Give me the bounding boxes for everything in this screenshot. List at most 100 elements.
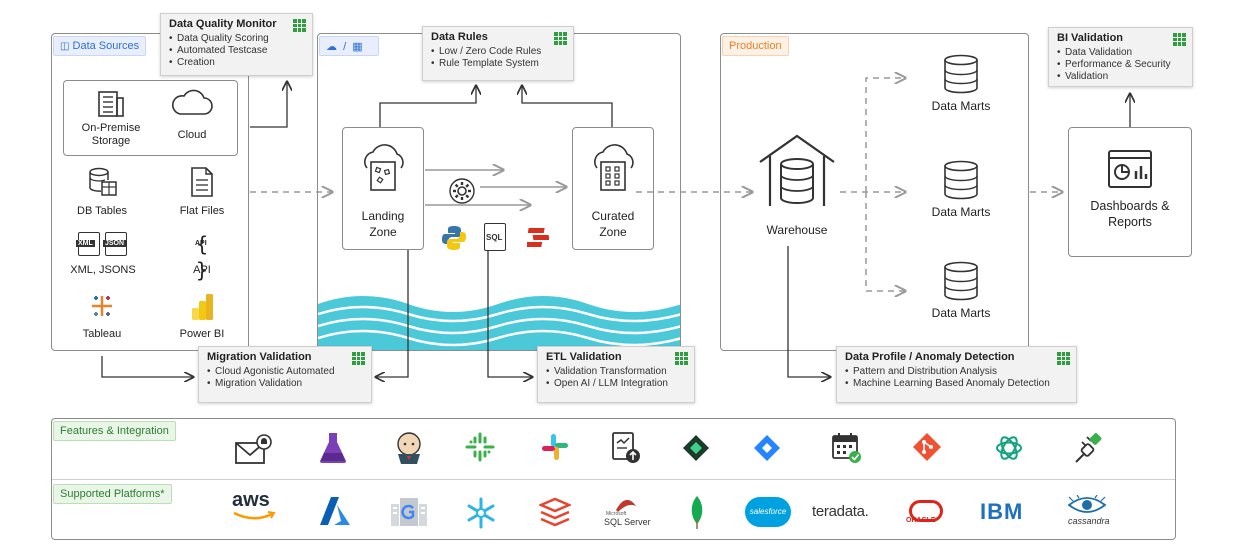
calendar-check-icon xyxy=(832,433,861,463)
sqlserver-small: Microsoft xyxy=(606,511,627,517)
cloud-service-icon: ☁ xyxy=(326,41,337,53)
cloud-icon xyxy=(171,89,213,115)
grid-icon xyxy=(1173,33,1186,46)
etl-item: Validation Transformation xyxy=(546,366,686,378)
sqlserver-icon xyxy=(616,499,636,512)
oracle-text: ORACLE xyxy=(906,517,936,524)
tableau-label: Tableau xyxy=(82,328,122,340)
aws-logo: aws xyxy=(232,490,280,526)
cassandra-text: cassandra xyxy=(1068,516,1110,526)
building-service-icon: ▦ xyxy=(352,41,363,53)
salesforce-logo: salesforce xyxy=(745,497,791,527)
bi-title: BI Validation xyxy=(1057,32,1124,44)
aws-smile-icon xyxy=(233,511,276,520)
dqm-item: Automated Testcase xyxy=(169,45,304,57)
sqlserver-logo: Microsoft SQL Server xyxy=(604,496,651,530)
rules-title: Data Rules xyxy=(431,31,488,43)
production-tag: Production xyxy=(722,36,789,56)
bi-validation-card: BI Validation Data Validation Performanc… xyxy=(1048,27,1193,87)
api-label: API xyxy=(193,264,211,276)
tableau-icon xyxy=(92,296,112,316)
section-divider xyxy=(52,479,1175,480)
sql-badge: SQL xyxy=(486,233,503,242)
cloud-label: Cloud xyxy=(177,129,207,141)
python-icon xyxy=(442,226,466,250)
jenkins-icon xyxy=(397,432,421,464)
report-upload-icon xyxy=(612,432,640,463)
mail-alert-icon xyxy=(235,434,272,464)
curated-zone-box: Curated Zone xyxy=(572,127,654,250)
bi-item: Performance & Security xyxy=(1057,59,1184,71)
google-cloud-icon xyxy=(391,498,427,526)
data-rules-card: Data Rules Low / Zero Code Rules Rule Te… xyxy=(422,26,574,81)
warehouse-icon xyxy=(759,134,835,206)
on-premise-label: On-Premise Storage xyxy=(81,122,141,147)
data-mart-icon-3 xyxy=(944,261,978,301)
dqm-item: Creation xyxy=(169,57,304,69)
etl-title: ETL Validation xyxy=(546,351,622,363)
etl-item: Open AI / LLM Integration xyxy=(546,378,686,390)
platforms-tag: Supported Platforms* xyxy=(53,484,172,504)
diamond-icon xyxy=(683,435,709,461)
landing-cloud-icon xyxy=(364,144,404,191)
migration-item: Migration Validation xyxy=(207,378,363,390)
databricks-logo-icon xyxy=(539,497,571,527)
snowflake-icon xyxy=(467,497,495,529)
features-tag: Features & Integration xyxy=(53,421,176,441)
rules-item: Low / Zero Code Rules xyxy=(431,46,565,58)
json-file-icon: JSON xyxy=(103,232,127,256)
salesforce-text: salesforce xyxy=(749,507,787,516)
xml-badge: XML xyxy=(76,240,95,247)
plug-icon xyxy=(1075,433,1102,463)
powerbi-label: Power BI xyxy=(179,328,225,340)
profile-item: Machine Learning Based Anomaly Detection xyxy=(845,378,1068,390)
db-tables-label: DB Tables xyxy=(77,205,127,217)
slack-icon xyxy=(542,434,568,460)
grid-icon xyxy=(293,19,306,32)
dashboards-box xyxy=(1068,127,1192,257)
rules-item: Rule Template System xyxy=(431,58,565,70)
bi-item: Validation xyxy=(1057,71,1184,83)
landing-zone-label: Landing Zone xyxy=(361,209,405,239)
data-sources-tag: ◫ Data Sources xyxy=(53,36,147,56)
db-table-icon xyxy=(89,167,117,196)
flask-icon xyxy=(320,433,346,463)
data-mart-label-3: Data Marts xyxy=(931,306,991,320)
profile-item: Pattern and Distribution Analysis xyxy=(845,366,1068,378)
migration-item: Cloud Agonistic Automated xyxy=(207,366,363,378)
grid-icon xyxy=(554,32,567,45)
server-building-icon xyxy=(98,91,124,117)
ibm-logo: IBM xyxy=(980,499,1024,524)
grid-icon xyxy=(1057,352,1070,365)
dashboards-label: Dashboards & Reports xyxy=(1090,199,1170,229)
migration-validation-card: Migration Validation Cloud Agonistic Aut… xyxy=(198,346,372,403)
dqm-item: Data Quality Scoring xyxy=(169,33,304,45)
grid-icon xyxy=(352,352,365,365)
openai-icon xyxy=(996,436,1022,460)
profile-title: Data Profile / Anomaly Detection xyxy=(845,351,1015,363)
mongodb-icon xyxy=(691,496,703,529)
connector-icon xyxy=(465,432,495,462)
gear-icon xyxy=(449,178,475,204)
json-badge: JSON xyxy=(103,240,127,247)
api-badge: API xyxy=(195,240,207,247)
data-mart-label-2: Data Marts xyxy=(931,205,991,219)
dashboard-icon xyxy=(1108,150,1152,188)
data-mart-icon-1 xyxy=(944,54,978,94)
etl-validation-card: ETL Validation Validation Transformation… xyxy=(537,346,695,403)
cassandra-eye-icon xyxy=(1067,495,1107,513)
oracle-logo xyxy=(909,500,943,522)
bi-item: Data Validation xyxy=(1057,47,1184,59)
data-quality-monitor-card: Data Quality Monitor Data Quality Scorin… xyxy=(160,13,313,76)
warehouse-label: Warehouse xyxy=(766,223,828,237)
jira-icon xyxy=(754,435,780,461)
curated-zone-label: Curated Zone xyxy=(591,209,635,239)
azure-icon xyxy=(320,497,350,525)
landing-zone-box: Landing Zone xyxy=(342,127,424,250)
connector-lines xyxy=(101,0,1244,410)
dqm-title: Data Quality Monitor xyxy=(169,18,277,30)
api-icon: { } xyxy=(195,232,209,282)
xml-file-icon: XML xyxy=(76,232,100,256)
data-profile-card: Data Profile / Anomaly Detection Pattern… xyxy=(836,346,1077,403)
flat-file-icon xyxy=(191,167,213,197)
